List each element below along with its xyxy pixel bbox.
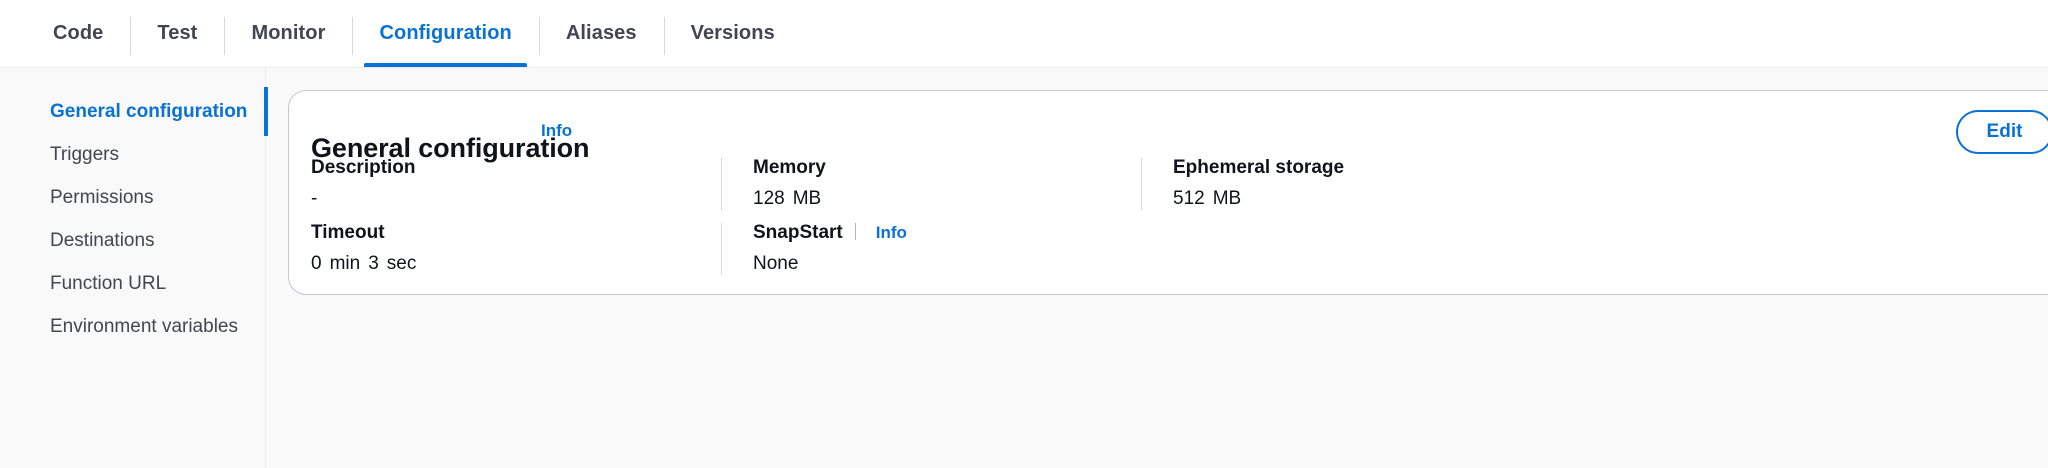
fields-row-2: Timeout 0 min 3 sec SnapStart Info None bbox=[289, 221, 2048, 286]
field-timeout-seconds-unit: sec bbox=[386, 253, 417, 274]
field-snapstart: SnapStart Info None bbox=[721, 221, 1163, 276]
tab-code[interactable]: Code bbox=[53, 22, 104, 44]
field-timeout: Timeout 0 min 3 sec bbox=[311, 221, 721, 276]
field-ephemeral-storage: Ephemeral storage 512 MB bbox=[1141, 156, 1583, 211]
field-memory-label: Memory bbox=[753, 157, 826, 178]
tab-aliases[interactable]: Aliases bbox=[538, 0, 664, 67]
sidebar-item-destinations[interactable]: Destinations bbox=[50, 230, 155, 251]
tab-test[interactable]: Test bbox=[130, 0, 224, 67]
field-timeout-minutes: 0 bbox=[311, 253, 322, 274]
fields-row-1: Description - Memory 128 MB Ephemeral sto… bbox=[289, 156, 2048, 221]
sidebar-item-triggers[interactable]: Triggers bbox=[50, 144, 119, 165]
page-body: General configuration Triggers Permissio… bbox=[0, 68, 2048, 468]
tab-bar: Code Test Monitor Configuration Aliases … bbox=[0, 0, 2048, 68]
field-snapstart-info-link[interactable]: Info bbox=[875, 223, 907, 242]
tab-strip: Code Test Monitor Configuration Aliases … bbox=[26, 0, 802, 67]
field-timeout-label: Timeout bbox=[311, 222, 385, 243]
sidebar-item-environment-variables[interactable]: Environment variables bbox=[50, 316, 238, 337]
field-description: Description - bbox=[311, 156, 721, 211]
field-timeout-seconds: 3 bbox=[368, 253, 379, 274]
field-snapstart-separator bbox=[854, 223, 856, 240]
field-timeout-minutes-unit: min bbox=[329, 253, 361, 274]
sidebar-item-permissions[interactable]: Permissions bbox=[50, 187, 154, 208]
tab-configuration[interactable]: Configuration bbox=[352, 0, 538, 67]
field-snapstart-label-text: SnapStart bbox=[753, 222, 843, 243]
field-memory-value: 128 MB bbox=[753, 187, 1163, 211]
field-ephemeral-storage-unit: MB bbox=[1212, 188, 1242, 209]
configuration-fields-grid: Description - Memory 128 MB Ephemeral sto… bbox=[289, 156, 2048, 286]
field-snapstart-label: SnapStart Info bbox=[753, 221, 1163, 245]
field-description-label: Description bbox=[311, 157, 416, 178]
card-info-link[interactable]: Info bbox=[541, 121, 573, 140]
sidebar-item-general-configuration[interactable]: General configuration bbox=[0, 87, 268, 136]
edit-button[interactable]: Edit bbox=[1956, 110, 2048, 154]
tab-monitor[interactable]: Monitor bbox=[224, 0, 352, 67]
tab-versions[interactable]: Versions bbox=[663, 0, 802, 67]
field-description-value: - bbox=[311, 188, 318, 209]
sidebar-item-function-url[interactable]: Function URL bbox=[50, 273, 167, 294]
field-snapstart-value: None bbox=[753, 253, 799, 274]
configuration-sidebar: General configuration Triggers Permissio… bbox=[0, 68, 268, 468]
field-ephemeral-storage-number: 512 bbox=[1173, 188, 1205, 209]
card-header: General configuration Info Edit bbox=[289, 91, 2048, 164]
field-memory: Memory 128 MB bbox=[721, 156, 1163, 211]
field-memory-number: 128 bbox=[753, 188, 785, 209]
field-ephemeral-storage-label: Ephemeral storage bbox=[1173, 157, 1345, 178]
card-title: General configuration bbox=[311, 133, 590, 164]
field-timeout-value: 0 min 3 sec bbox=[311, 252, 721, 276]
field-memory-unit: MB bbox=[792, 188, 822, 209]
general-configuration-card: General configuration Info Edit Descript… bbox=[288, 90, 2048, 295]
field-ephemeral-storage-value: 512 MB bbox=[1173, 187, 1583, 211]
